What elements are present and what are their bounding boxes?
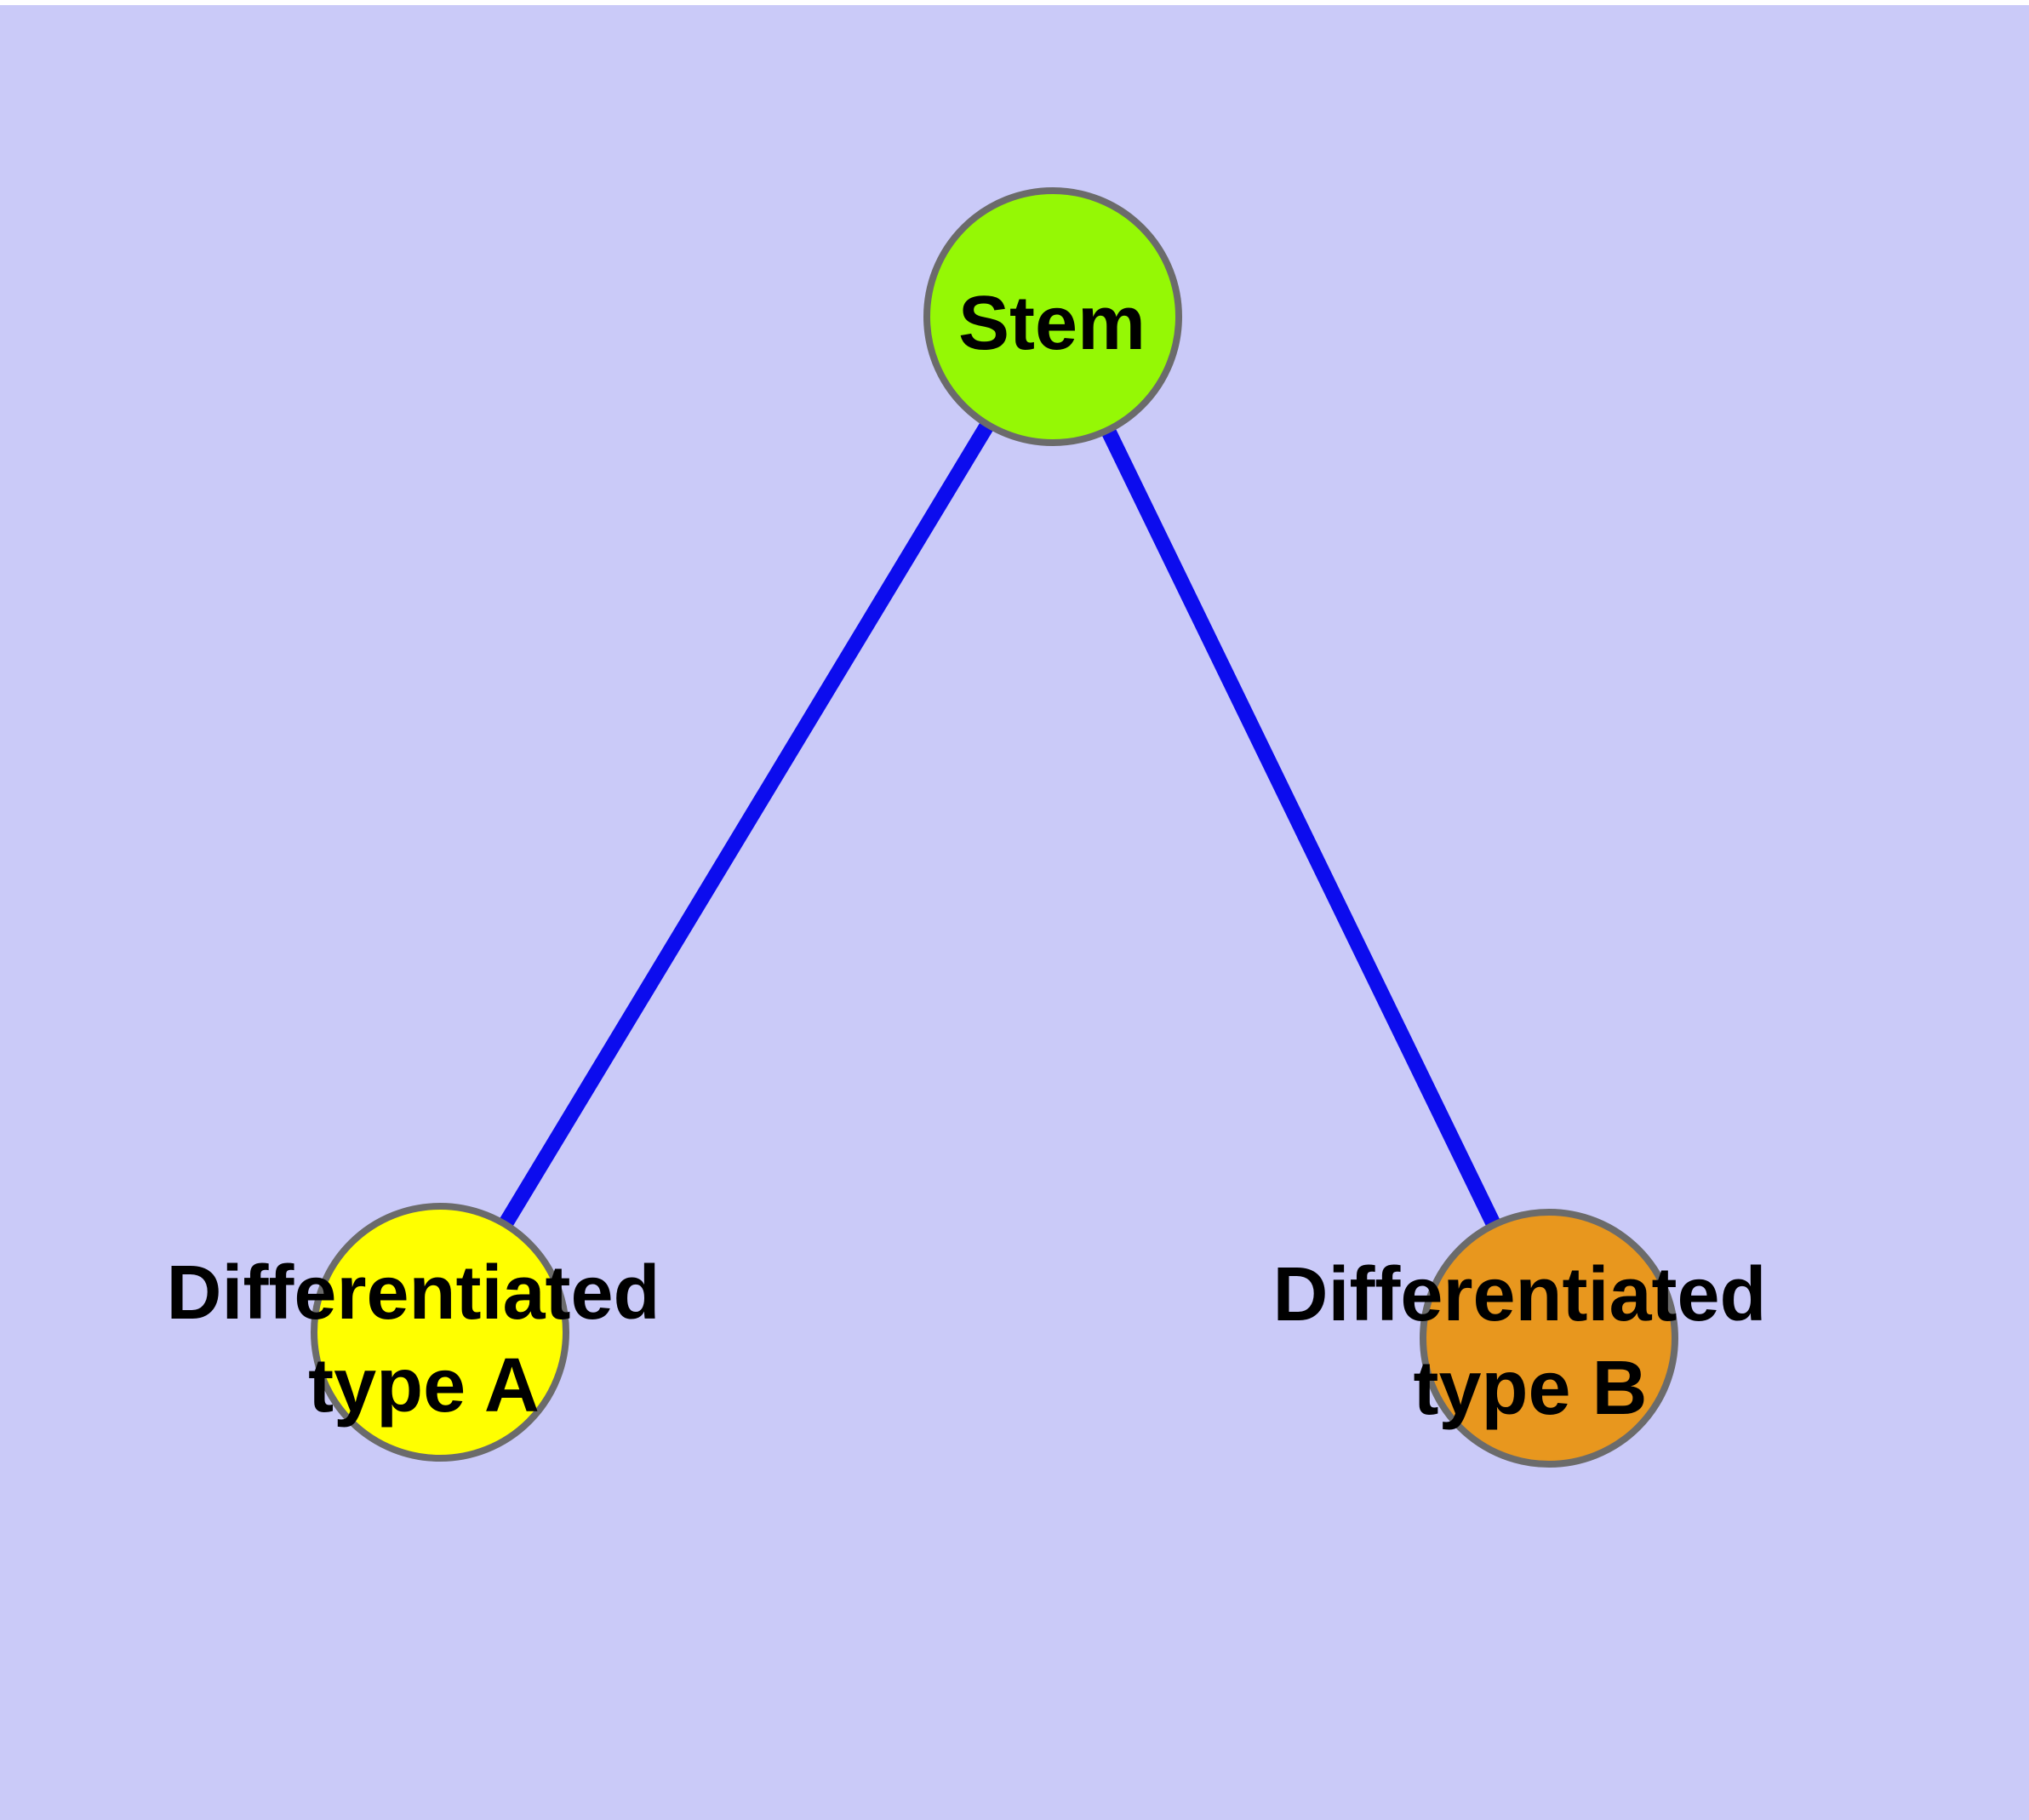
node-type-b-label: Differentiated type B xyxy=(1272,1252,1787,1431)
node-type-b-label-line1: Differentiated xyxy=(1272,1252,1766,1337)
node-type-a-label: Differentiated type A xyxy=(166,1251,681,1428)
node-type-b-label-line2: type B xyxy=(1413,1346,1647,1431)
edge-stem-to-type-b xyxy=(1045,313,1557,1342)
edge-layer xyxy=(433,312,1557,1342)
node-type-a-label-line1: Differentiated xyxy=(166,1251,660,1336)
edge-stem-to-type-a xyxy=(433,312,1060,1336)
node-type-a-label-line2: type A xyxy=(308,1343,540,1428)
label-layer: Stem Differentiated type A Differentiate… xyxy=(166,281,1787,1431)
node-stem-circle xyxy=(923,187,1182,446)
node-layer xyxy=(311,187,1678,1468)
top-margin-strip xyxy=(0,0,2029,5)
node-type-a-circle xyxy=(311,1203,569,1462)
node-stem-label: Stem xyxy=(958,281,1146,366)
node-type-b-circle xyxy=(1420,1209,1678,1468)
